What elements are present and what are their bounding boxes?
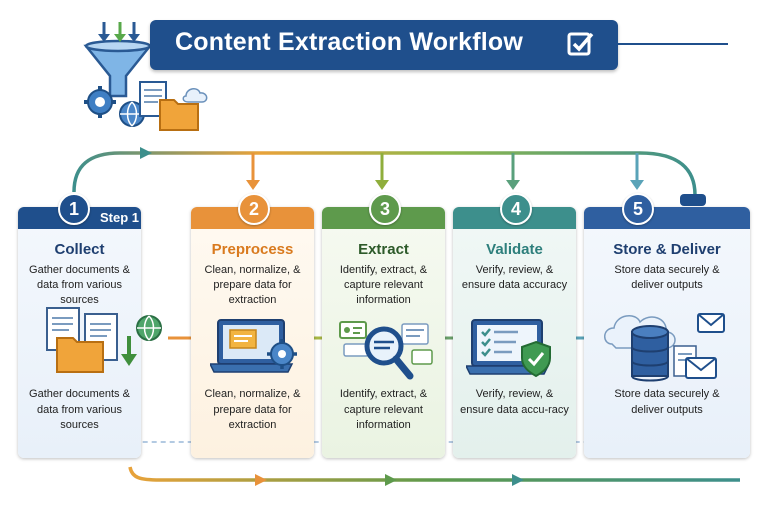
step-description: Clean, normalize, & prepare data for ext… (204, 264, 301, 306)
step-number-badge: 5 (622, 193, 654, 225)
step-title: Extract (358, 241, 409, 258)
step-description-bottom: Identify, extract, & capture relevant in… (339, 388, 428, 431)
step-card-collect: Step 1 Collect Gather documents & data f… (18, 207, 141, 458)
step-description-bottom: Gather documents & data from various sou… (29, 388, 130, 431)
card-header-strip (584, 207, 750, 229)
step-title: Store & Deliver (613, 241, 721, 258)
step-label: Step 1 (100, 210, 140, 225)
title-bar (150, 20, 618, 70)
step-description-bottom: Store data securely & deliver outputs (614, 388, 720, 416)
step-title: Preprocess (211, 241, 294, 258)
laptop-gear-icon (210, 319, 297, 373)
magnifier-document-icon (339, 321, 433, 380)
step-number-badge: 1 (58, 193, 90, 225)
step-description: Verify, review, & ensure data accuracy (461, 264, 568, 291)
step-description: Store data securely & deliver outputs (614, 264, 720, 291)
step-number-badge: 3 (369, 193, 401, 225)
step-description: Gather documents & data from various sou… (29, 264, 130, 306)
database-cloud-mail-icon (604, 313, 725, 382)
step-description-bottom: Verify, review, & ensure data accu-racy (460, 388, 569, 416)
page-title: Content Extraction Workflow (175, 28, 524, 56)
checklist-shield-icon (466, 319, 551, 378)
step-number-badge: 4 (500, 193, 532, 225)
step-number-badge: 2 (238, 193, 270, 225)
funnel-gears-folder-icon (83, 22, 208, 131)
step-description-bottom: Clean, normalize, & prepare data for ext… (204, 388, 301, 431)
step-title: Collect (54, 241, 105, 258)
step-title: Validate (486, 241, 543, 258)
documents-folder-globe-icon (46, 307, 162, 373)
step-description: Identify, extract, & capture relevant in… (339, 264, 428, 306)
checkbox-check-icon (567, 32, 594, 56)
title-underline (618, 43, 728, 45)
